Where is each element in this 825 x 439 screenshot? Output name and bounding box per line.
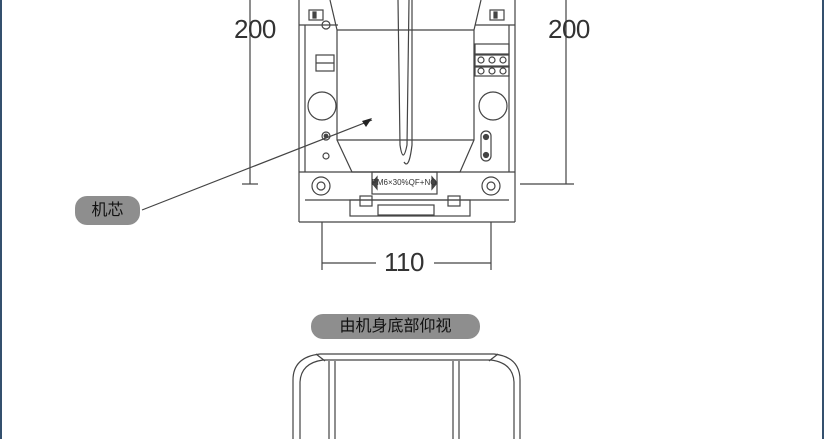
motor-core bbox=[329, 0, 482, 173]
nozzle-marking: PM6×30%QF+NO bbox=[372, 178, 437, 187]
core-label: 机芯 bbox=[75, 196, 140, 225]
leader-arrowhead bbox=[362, 118, 372, 127]
right-height-dimension: 200 bbox=[548, 14, 590, 44]
bottom-view-drawing bbox=[292, 353, 521, 439]
left-dimension-line bbox=[242, 0, 258, 185]
left-frame-border bbox=[0, 0, 2, 439]
left-height-dimension: 200 bbox=[234, 14, 276, 44]
bottom-width-dimension: 110 bbox=[384, 247, 424, 277]
unit-housing bbox=[298, 0, 516, 223]
bottom-dimension-line bbox=[321, 222, 492, 270]
right-dimension-line bbox=[520, 0, 574, 185]
right-frame-border bbox=[822, 0, 824, 439]
outlet-nozzle bbox=[349, 171, 471, 217]
leader-line bbox=[141, 119, 373, 211]
bottom-view-label: 由机身底部仰视 bbox=[311, 314, 480, 339]
